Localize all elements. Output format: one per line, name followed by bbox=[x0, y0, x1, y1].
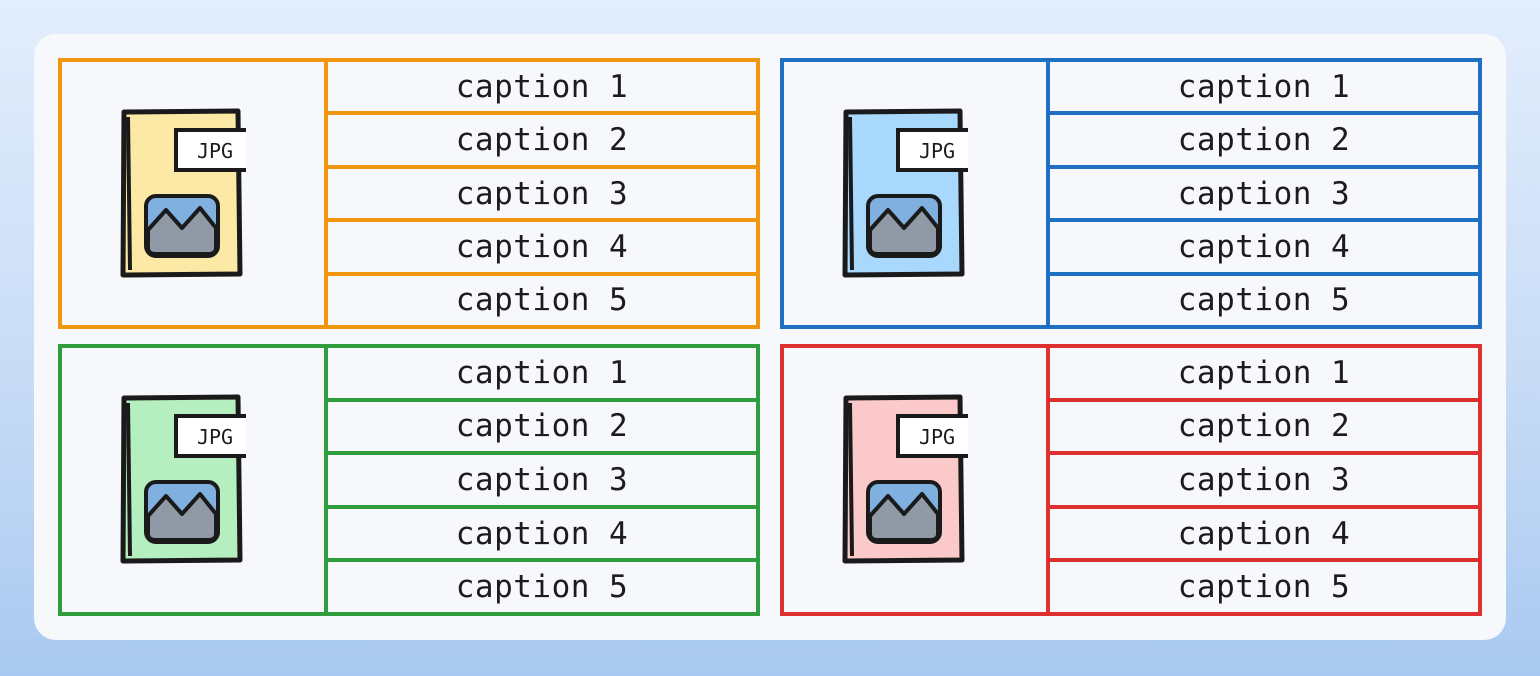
caption-list: caption 1 caption 2 caption 3 caption 4 … bbox=[328, 344, 760, 616]
caption-list: caption 1 caption 2 caption 3 caption 4 … bbox=[1050, 58, 1482, 329]
caption-item: caption 5 bbox=[1177, 569, 1351, 606]
caption-item: caption 3 bbox=[328, 455, 756, 509]
caption-item: caption 5 bbox=[455, 569, 629, 606]
caption-item: caption 1 bbox=[328, 348, 756, 402]
jpg-file-icon: JPG bbox=[842, 394, 968, 564]
image-file-icon: JPG bbox=[842, 394, 968, 564]
jpg-label: JPG bbox=[919, 425, 955, 449]
caption-item: caption 2 bbox=[328, 402, 756, 456]
caption-list: caption 1 caption 2 caption 3 caption 4 … bbox=[328, 58, 760, 329]
image-caption-group-green: JPG caption 1 caption 2 caption 3 captio… bbox=[58, 344, 760, 616]
caption-item: caption 3 bbox=[1050, 169, 1478, 223]
caption-item: caption 4 bbox=[1050, 509, 1478, 563]
caption-item: caption 2 bbox=[1050, 115, 1478, 169]
image-caption-group-orange: JPG caption 1 caption 2 caption 3 captio… bbox=[58, 58, 760, 329]
caption-item: caption 5 bbox=[1177, 282, 1351, 319]
image-cell: JPG bbox=[58, 58, 328, 329]
image-cell: JPG bbox=[780, 344, 1050, 616]
caption-item: caption 3 bbox=[328, 169, 756, 223]
caption-item: caption 4 bbox=[328, 509, 756, 563]
caption-item: caption 2 bbox=[328, 115, 756, 169]
caption-item: caption 1 bbox=[1050, 348, 1478, 402]
jpg-label: JPG bbox=[919, 139, 955, 163]
jpg-file-icon: JPG bbox=[120, 394, 246, 564]
image-caption-group-red: JPG caption 1 caption 2 caption 3 captio… bbox=[780, 344, 1482, 616]
jpg-file-icon: JPG bbox=[120, 108, 246, 278]
caption-item: caption 2 bbox=[1050, 402, 1478, 456]
caption-item: caption 5 bbox=[455, 282, 629, 319]
caption-list: caption 1 caption 2 caption 3 caption 4 … bbox=[1050, 344, 1482, 616]
caption-item: caption 4 bbox=[1050, 222, 1478, 276]
diagram-panel: JPG caption 1 caption 2 caption 3 captio… bbox=[34, 34, 1506, 640]
jpg-label: JPG bbox=[197, 139, 233, 163]
jpg-file-icon: JPG bbox=[842, 108, 968, 278]
caption-item: caption 1 bbox=[1050, 62, 1478, 116]
jpg-label: JPG bbox=[197, 425, 233, 449]
image-file-icon: JPG bbox=[120, 108, 246, 278]
image-file-icon: JPG bbox=[842, 108, 968, 278]
image-caption-group-blue: JPG caption 1 caption 2 caption 3 captio… bbox=[780, 58, 1482, 329]
image-cell: JPG bbox=[780, 58, 1050, 329]
caption-item: caption 4 bbox=[328, 222, 756, 276]
caption-item: caption 3 bbox=[1050, 455, 1478, 509]
image-cell: JPG bbox=[58, 344, 328, 616]
caption-item: caption 1 bbox=[328, 62, 756, 116]
image-file-icon: JPG bbox=[120, 394, 246, 564]
